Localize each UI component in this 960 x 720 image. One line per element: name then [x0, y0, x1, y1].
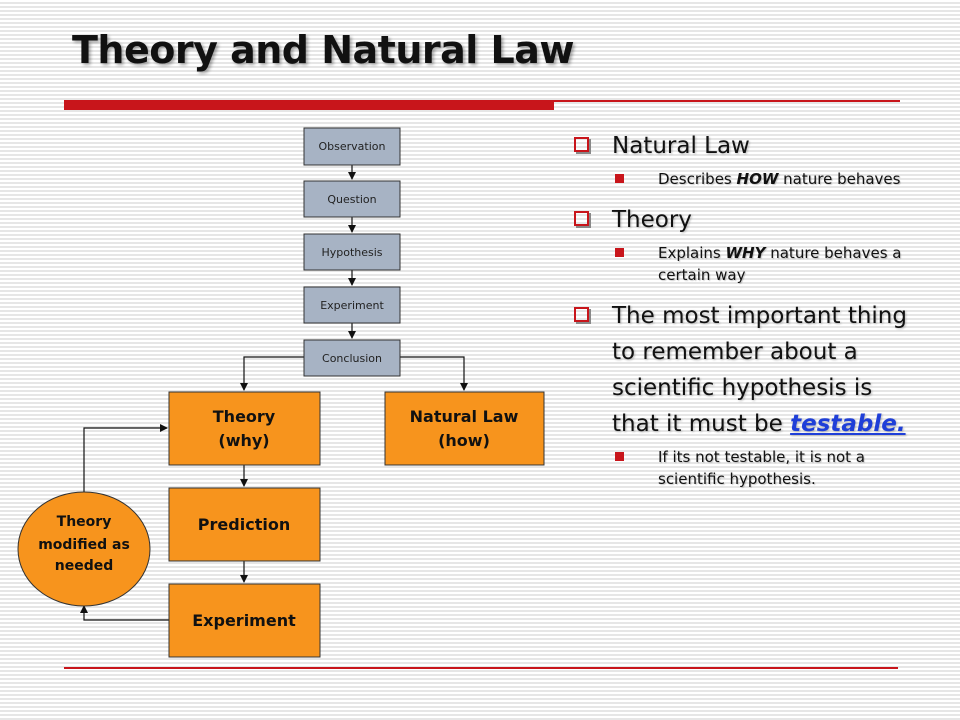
step-observation-label: Observation — [319, 140, 386, 153]
step-experiment: Experiment — [303, 286, 401, 324]
sub-bullet-natural-law-emph: HOW — [736, 170, 779, 188]
natural-law-box: Natural Law (how) — [384, 391, 545, 466]
footer-divider — [64, 667, 898, 669]
loop-label-line3: needed — [55, 558, 114, 574]
step-conclusion-label: Conclusion — [322, 352, 382, 365]
experiment-box: Experiment — [168, 583, 321, 658]
slide-title: Theory and Natural Law — [72, 28, 574, 72]
arrow-conclusion-natural-law — [400, 356, 468, 391]
hollow-square-bullet-icon — [574, 137, 589, 152]
filled-square-bullet-icon — [615, 248, 624, 257]
theory-sublabel: (why) — [218, 431, 269, 450]
sub-bullet-natural-law-after: nature behaves — [778, 170, 901, 188]
step-question-label: Question — [327, 193, 376, 206]
arrow-experiment-loop — [80, 605, 169, 621]
bullet-natural-law: Natural Law — [570, 128, 910, 164]
title-underline-thin — [554, 100, 900, 102]
natural-law-sublabel: (how) — [438, 431, 490, 450]
bullet-theory-heading: Theory — [612, 207, 692, 233]
step-question: Question — [303, 180, 401, 218]
title-underline — [64, 100, 554, 110]
bullet-theory: Theory — [570, 202, 910, 238]
bullet-natural-law-heading: Natural Law — [612, 133, 750, 159]
step-experiment-label: Experiment — [320, 299, 384, 312]
sub-bullet-theory-emph: WHY — [725, 244, 766, 262]
sub-bullet-natural-law-before: Describes — [658, 170, 737, 188]
sub-bullet-testable-text: If its not testable, it is not a scienti… — [658, 448, 865, 488]
loop-label-line2: modified as — [38, 537, 130, 553]
sub-bullet-theory-before: Explains — [658, 244, 726, 262]
prediction-box: Prediction — [168, 487, 321, 562]
natural-law-label: Natural Law — [410, 407, 519, 426]
prediction-label: Prediction — [198, 515, 290, 534]
arrow-loop-theory — [83, 424, 168, 492]
bullet-testable-heading: The most important thing to remember abo… — [612, 303, 907, 437]
hollow-square-bullet-icon — [574, 307, 589, 322]
sub-bullet-testable: If its not testable, it is not a scienti… — [570, 446, 910, 490]
arrow-conclusion-theory — [240, 356, 304, 391]
loop-label-line1: Theory — [57, 514, 112, 530]
hollow-square-bullet-icon — [574, 211, 589, 226]
bullet-list: Natural Law Describes HOW nature behaves… — [570, 128, 910, 502]
sub-bullet-theory: Explains WHY nature behaves a certain wa… — [570, 242, 910, 286]
theory-modified-circle: Theory modified as needed — [17, 491, 151, 607]
sub-bullet-natural-law: Describes HOW nature behaves — [570, 168, 910, 190]
filled-square-bullet-icon — [615, 174, 624, 183]
step-hypothesis: Hypothesis — [303, 233, 401, 271]
filled-square-bullet-icon — [615, 452, 624, 461]
testable-highlight: testable. — [790, 411, 906, 437]
experiment-label: Experiment — [192, 611, 296, 630]
step-hypothesis-label: Hypothesis — [321, 246, 382, 259]
theory-label: Theory — [213, 407, 276, 426]
sub-bullet-theory-after: nature behaves a certain way — [658, 244, 902, 284]
step-conclusion: Conclusion — [303, 339, 401, 377]
bullet-testable: The most important thing to remember abo… — [570, 298, 910, 442]
theory-box: Theory (why) — [168, 391, 321, 466]
step-observation: Observation — [303, 127, 401, 166]
